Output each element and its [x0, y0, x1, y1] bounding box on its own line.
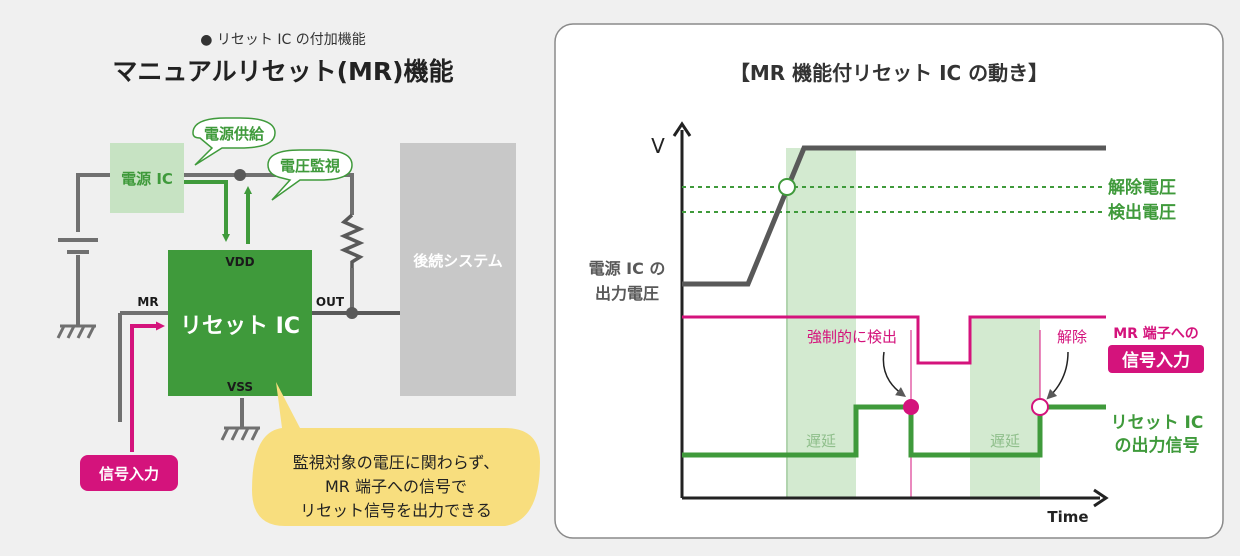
pin-mr: MR — [137, 295, 158, 309]
x-axis-arrow — [1093, 488, 1109, 508]
forced-detect-point — [903, 399, 919, 415]
subsequent-system-box — [400, 143, 516, 396]
mr-input-label-2: 信号入力 — [1122, 350, 1190, 371]
left-subtitle: ● リセット IC の付加機能 — [200, 32, 365, 48]
circuit-wires — [76, 173, 354, 428]
forced-detect-pointer — [882, 351, 907, 397]
callout-line-3: リセット信号を出力できる — [300, 501, 492, 520]
timing-panel — [554, 23, 1224, 539]
forced-detect-label: 強制的に検出 — [807, 328, 897, 346]
callout-line-2: MR 端子への信号で — [325, 477, 467, 496]
top-wire — [76, 173, 354, 232]
bubble-supply — [192, 117, 276, 166]
callout-box — [252, 382, 540, 526]
delay-label-2: 遅延 — [990, 432, 1020, 450]
subsequent-system-label: 後続システム — [412, 252, 503, 270]
mr-input-badge — [1108, 345, 1204, 373]
bubble-monitor — [267, 149, 353, 201]
pin-vdd: VDD — [225, 255, 254, 269]
delay-band-1 — [786, 148, 856, 498]
power-output-trace — [682, 145, 1106, 287]
resistor-icon — [339, 213, 365, 268]
bubble-supply-text: 電源供給 — [204, 125, 265, 143]
mr-signal-arrow — [130, 321, 165, 452]
release-mr-label: 解除 — [1057, 328, 1087, 346]
axis-v-label: V — [651, 134, 665, 158]
bubble-monitor-text: 電圧監視 — [280, 157, 340, 175]
ground-icon — [56, 324, 96, 339]
reset-ic-box — [168, 250, 312, 396]
y-axis-arrow — [672, 121, 692, 137]
delay-label-1: 遅延 — [806, 432, 836, 450]
timing-title: 【MR 機能付リセット IC の動き】 — [730, 61, 1048, 85]
callout-line-1: 監視対象の電圧に関わらず、 — [293, 453, 500, 472]
mr-input-label-1: MR 端子への — [1113, 325, 1199, 342]
power-ic-label: 電源 IC — [121, 170, 173, 188]
supply-arrow — [184, 180, 230, 242]
reset-output-label-2: の出力信号 — [1115, 435, 1200, 456]
reset-output-label-1: リセット IC — [1111, 413, 1204, 433]
power-ic-box — [110, 143, 184, 213]
signal-input-label: 信号入力 — [99, 465, 159, 483]
signal-input-badge — [80, 455, 178, 491]
pin-out: OUT — [316, 295, 345, 309]
out-node — [346, 307, 358, 319]
detect-voltage-label: 検出電圧 — [1108, 202, 1176, 223]
reset-ic-label: リセット IC — [180, 314, 300, 339]
supply-node — [234, 169, 246, 181]
power-output-label-2: 出力電圧 — [595, 284, 659, 303]
left-title: マニュアルリセット(MR)機能 — [112, 57, 453, 86]
release-pointer — [1046, 351, 1069, 400]
battery-icon — [58, 238, 98, 254]
release-point — [778, 178, 796, 196]
pin-vss: VSS — [227, 380, 253, 394]
mr-input-trace — [682, 315, 1106, 365]
ground-icon — [220, 426, 260, 441]
power-output-label-1: 電源 IC の — [589, 259, 666, 278]
release-mr-point — [1031, 398, 1049, 416]
axis-time-label: Time — [1047, 508, 1088, 526]
delay-band-2 — [970, 318, 1040, 498]
release-voltage-label: 解除電圧 — [1108, 177, 1176, 198]
